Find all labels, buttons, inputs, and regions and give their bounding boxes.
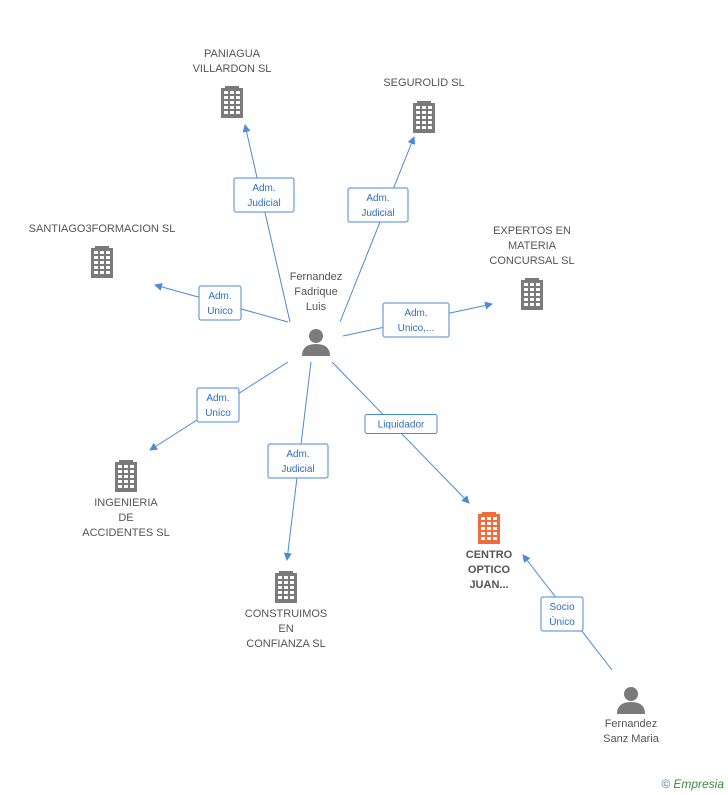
- node-label-line: Sanz Maria: [603, 733, 660, 745]
- relation-label-text: Adm.: [404, 308, 427, 319]
- node-label-line: Fernandez: [290, 271, 343, 283]
- node-label-line: VILLARDON SL: [193, 63, 272, 75]
- building-icon: [478, 512, 500, 544]
- relation-label-text: Socio: [549, 602, 574, 613]
- node-construimos[interactable]: CONSTRUIMOS EN CONFIANZA SL: [245, 571, 328, 650]
- relation-label-text: Unico,...: [398, 323, 435, 334]
- building-icon: [91, 246, 113, 278]
- node-label-line: Fadrique: [294, 286, 337, 298]
- relation-label-box: [364, 414, 438, 434]
- node-ingenieria[interactable]: INGENIERIA DE ACCIDENTES SL: [82, 460, 170, 539]
- node-santiago[interactable]: SANTIAGO3FORMACION SL: [29, 223, 176, 278]
- node-label-line: EXPERTOS EN: [493, 225, 571, 237]
- node-label-line: SANTIAGO3FORMACION SL: [29, 223, 176, 235]
- node-segurolid[interactable]: SEGUROLID SL: [383, 77, 465, 133]
- relation-label-text: Adm.: [366, 193, 389, 204]
- building-icon: [275, 571, 297, 603]
- brand-name: Empresia: [673, 777, 724, 791]
- relation-label-text: Adm.: [206, 393, 229, 404]
- node-label-line: CENTRO: [466, 549, 513, 561]
- node-label-line: OPTICO: [468, 564, 511, 576]
- node-label-line: Luis: [306, 301, 327, 313]
- building-icon: [413, 101, 435, 133]
- relation-label-text: Judicial: [247, 198, 280, 209]
- node-label-line: CONSTRUIMOS: [245, 608, 328, 620]
- edge-fernandez_fl-centro: Liquidador: [331, 361, 470, 504]
- relation-label-box: [382, 302, 450, 338]
- relation-label-box: [233, 177, 295, 213]
- node-label-line: CONCURSAL SL: [489, 255, 574, 267]
- node-label-line: CONFIANZA SL: [246, 638, 325, 650]
- person-icon: [302, 329, 330, 356]
- edge-fernandez_fl-santiago: Adm. Unico: [154, 283, 289, 323]
- relation-label-text: Liquidador: [378, 420, 425, 431]
- node-label-line: EN: [278, 623, 293, 635]
- relation-label-box: [347, 187, 409, 223]
- edge-fernandez_fl-ingenieria: Adm. Unico: [149, 361, 289, 451]
- node-label-line: ACCIDENTES SL: [82, 527, 169, 539]
- relation-label-text: Adm.: [252, 183, 275, 194]
- node-label-line: Fernandez: [605, 718, 658, 730]
- edge-arrow: [242, 124, 291, 323]
- node-label-line: DE: [118, 512, 133, 524]
- person-icon: [617, 687, 645, 714]
- brand-logo: ©Empresia: [661, 777, 724, 791]
- edge-arrow: [339, 136, 416, 323]
- node-expertos[interactable]: EXPERTOS EN MATERIA CONCURSAL SL: [489, 225, 575, 310]
- relation-label-box: [540, 596, 584, 632]
- node-label-line: SEGUROLID SL: [383, 77, 464, 89]
- edge-fernandez_fl-segurolid: Adm. Judicial: [339, 136, 416, 323]
- relation-label-text: Adm.: [208, 291, 231, 302]
- edge-fernandez_fl-paniagua: Adm. Judicial: [233, 124, 295, 323]
- building-icon: [221, 86, 243, 118]
- node-label-line: MATERIA: [508, 240, 557, 252]
- relation-label-text: Judicial: [281, 464, 314, 475]
- copyright-symbol: ©: [661, 777, 671, 791]
- relation-label-text: Judicial: [361, 208, 394, 219]
- relation-label-text: Unico: [205, 408, 231, 419]
- relation-label-box: [196, 387, 240, 423]
- edge-fernandez_fl-construimos: Adm. Judicial: [267, 361, 329, 561]
- node-paniagua[interactable]: PANIAGUA VILLARDON SL: [193, 48, 272, 118]
- node-label-line: INGENIERIA: [94, 497, 158, 509]
- node-label-line: PANIAGUA: [204, 48, 261, 60]
- relation-label-text: Adm.: [286, 449, 309, 460]
- node-centro[interactable]: CENTRO OPTICO JUAN...: [466, 512, 513, 591]
- edge-fernandez_fl-expertos: Adm. Unico,...: [342, 301, 493, 338]
- relation-label-text: Unico: [207, 306, 233, 317]
- building-icon: [521, 278, 543, 310]
- relation-label-text: Único: [549, 615, 575, 628]
- node-label-line: JUAN...: [469, 579, 508, 591]
- relation-label-box: [267, 443, 329, 479]
- relation-label-box: [198, 285, 242, 321]
- building-icon: [115, 460, 137, 492]
